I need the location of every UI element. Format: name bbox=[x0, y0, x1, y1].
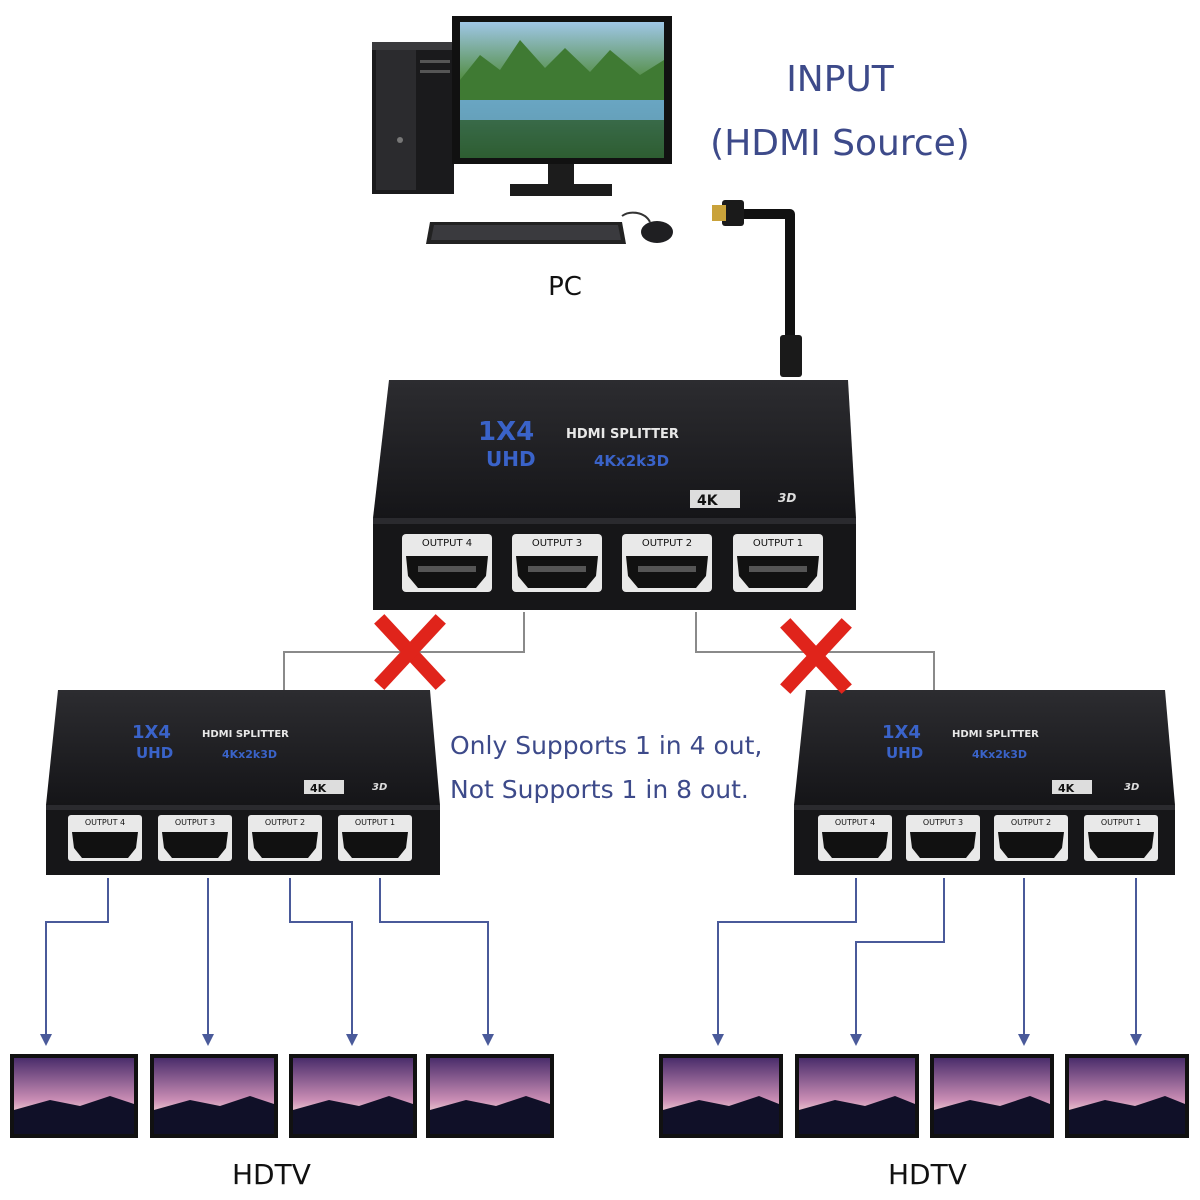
hdtv-screen bbox=[426, 1054, 554, 1138]
hdmi-port: OUTPUT 1 bbox=[733, 534, 823, 592]
right-output-arrows bbox=[712, 878, 1142, 1046]
support-note-line1: Only Supports 1 in 4 out, bbox=[450, 731, 763, 760]
badge-3d: 3D bbox=[778, 491, 796, 505]
hdmi-port: OUTPUT 2 bbox=[994, 815, 1068, 861]
splitter-uhd: UHD bbox=[136, 744, 173, 762]
input-title: INPUT bbox=[786, 59, 894, 100]
input-subtitle: (HDMI Source) bbox=[710, 123, 970, 164]
hdtv-screen bbox=[150, 1054, 278, 1138]
splitter-uhd: UHD bbox=[486, 447, 536, 471]
hdtv-screen bbox=[930, 1054, 1054, 1138]
splitter-name: HDMI SPLITTER bbox=[952, 729, 1039, 740]
not-supported-x-right bbox=[780, 618, 852, 694]
left-output-arrows bbox=[40, 878, 494, 1046]
main-splitter-labels: 1X4 HDMI SPLITTER UHD 4Kx2k3D 4K 3D bbox=[478, 417, 796, 509]
splitter-spec: 4Kx2k3D bbox=[594, 452, 669, 470]
not-supported-x-left bbox=[374, 614, 446, 690]
port-label: OUTPUT 2 bbox=[265, 818, 305, 827]
hdmi-port: OUTPUT 4 bbox=[402, 534, 492, 592]
pc-tower bbox=[372, 42, 454, 194]
hdmi-port: OUTPUT 4 bbox=[818, 815, 892, 861]
badge-3d: 3D bbox=[372, 782, 387, 793]
hdmi-port: OUTPUT 3 bbox=[158, 815, 232, 861]
badge-4k: 4K bbox=[1058, 782, 1075, 795]
port-label: OUTPUT 3 bbox=[175, 818, 215, 827]
pc-mouse bbox=[621, 211, 673, 243]
port-label: OUTPUT 1 bbox=[355, 818, 395, 827]
port-label: OUTPUT 4 bbox=[85, 818, 125, 827]
splitter-model: 1X4 bbox=[478, 417, 534, 447]
splitter-name: HDMI SPLITTER bbox=[202, 729, 289, 740]
hdtv-label-right: HDTV bbox=[888, 1158, 967, 1191]
pc-illustration bbox=[372, 16, 673, 244]
main-splitter-ports: OUTPUT 4 OUTPUT 3 OUTPUT 2 OUTPUT 1 bbox=[402, 534, 823, 592]
port-label: OUTPUT 4 bbox=[835, 818, 875, 827]
splitter-name: HDMI SPLITTER bbox=[566, 427, 679, 442]
hdtv-screen bbox=[10, 1054, 138, 1138]
port-label: OUTPUT 4 bbox=[422, 538, 472, 549]
hdmi-port: OUTPUT 3 bbox=[512, 534, 602, 592]
port-label: OUTPUT 1 bbox=[1101, 818, 1141, 827]
hdmi-port: OUTPUT 1 bbox=[338, 815, 412, 861]
badge-4k: 4K bbox=[697, 493, 719, 509]
hdmi-port: OUTPUT 3 bbox=[906, 815, 980, 861]
badge-3d: 3D bbox=[1124, 782, 1139, 793]
port-label: OUTPUT 2 bbox=[642, 538, 692, 549]
splitter-uhd: UHD bbox=[886, 744, 923, 762]
hdtv-screen bbox=[659, 1054, 783, 1138]
splitter-spec: 4Kx2k3D bbox=[972, 748, 1027, 761]
right-splitter-labels: 1X4 HDMI SPLITTER UHD 4Kx2k3D 4K 3D bbox=[882, 722, 1139, 795]
left-splitter-ports: OUTPUT 4 OUTPUT 3 OUTPUT 2 OUTPUT 1 bbox=[68, 815, 412, 861]
hdtv-screen bbox=[1065, 1054, 1189, 1138]
pc-monitor bbox=[452, 16, 672, 196]
pc-keyboard bbox=[426, 222, 626, 244]
left-splitter-labels: 1X4 HDMI SPLITTER UHD 4Kx2k3D 4K 3D bbox=[132, 722, 387, 795]
port-label: OUTPUT 1 bbox=[753, 538, 803, 549]
splitter-spec: 4Kx2k3D bbox=[222, 748, 277, 761]
hdtv-label-left: HDTV bbox=[232, 1158, 311, 1191]
hdmi-input-cable bbox=[712, 200, 802, 377]
hdtv-screen bbox=[289, 1054, 417, 1138]
right-splitter-ports: OUTPUT 4 OUTPUT 3 OUTPUT 2 OUTPUT 1 bbox=[818, 815, 1158, 861]
pc-label: PC bbox=[548, 272, 582, 302]
hdtv-group-right bbox=[659, 1054, 1189, 1138]
badge-4k: 4K bbox=[310, 782, 327, 795]
hdmi-port: OUTPUT 4 bbox=[68, 815, 142, 861]
hdmi-port: OUTPUT 2 bbox=[248, 815, 322, 861]
support-note-line2: Not Supports 1 in 8 out. bbox=[450, 775, 749, 804]
port-label: OUTPUT 3 bbox=[532, 538, 582, 549]
hdmi-port: OUTPUT 2 bbox=[622, 534, 712, 592]
hdtv-group-left bbox=[10, 1054, 554, 1138]
hdmi-port: OUTPUT 1 bbox=[1084, 815, 1158, 861]
port-label: OUTPUT 2 bbox=[1011, 818, 1051, 827]
splitter-model: 1X4 bbox=[132, 722, 171, 743]
splitter-model: 1X4 bbox=[882, 722, 921, 743]
port-label: OUTPUT 3 bbox=[923, 818, 963, 827]
hdtv-screen bbox=[795, 1054, 919, 1138]
